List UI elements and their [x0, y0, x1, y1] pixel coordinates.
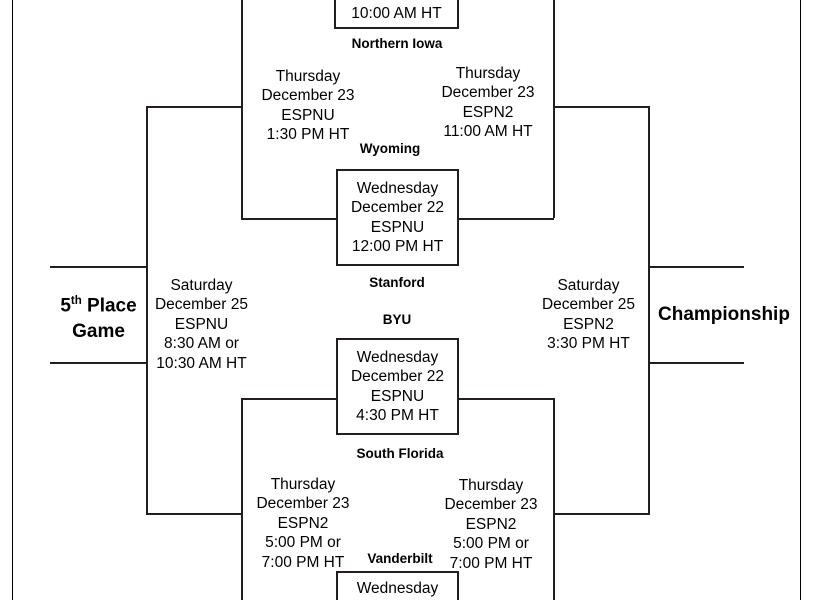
- outer-bracket-bottom-right-connector: [553, 513, 650, 515]
- game-box-lower-semifinal-line-3: ESPNU: [370, 387, 425, 405]
- game-box-bottom-line-1: Wednesday: [356, 580, 439, 597]
- team-name-northern-iowa: Northern Iowa: [351, 36, 443, 51]
- matchup-upper-right-line-2: December 23: [441, 84, 535, 102]
- inner-bracket-lower-left-connector: [241, 398, 337, 400]
- outer-bracket-left-rail: [146, 106, 148, 515]
- matchup-lower-left-line-2: December 23: [256, 495, 350, 513]
- inner-bracket-upper-right-rail: [553, 0, 555, 218]
- fifth-place-bottom-rail: [50, 362, 147, 364]
- game-box-upper-semifinal-line-4: 12:00 PM HT: [351, 237, 444, 255]
- outer-bracket-bottom-left-connector: [146, 513, 243, 515]
- page-border-left: [12, 0, 13, 600]
- page-border-right: [800, 0, 801, 600]
- game-box-lower-semifinal-line-4: 4:30 PM HT: [356, 406, 439, 424]
- matchup-info-championship: Saturday December 25 ESPN2 3:30 PM HT: [527, 276, 650, 354]
- fifth-place-ordinal-suffix: th: [70, 295, 82, 307]
- fifth-place-ordinal-number: 5: [60, 295, 71, 317]
- matchup-lower-right-line-3: ESPN2: [465, 515, 517, 533]
- matchup-championship-line-4: 3:30 PM HT: [547, 335, 630, 353]
- matchup-info-upper-left: Thursday December 23 ESPNU 1:30 PM HT: [243, 67, 373, 145]
- matchup-championship-line-1: Saturday: [557, 277, 620, 294]
- game-box-upper-semifinal-line-2: December 22: [350, 199, 445, 217]
- fifth-place-game-label-line-1: 5th Place: [36, 288, 161, 319]
- game-box-upper-semifinal-line-1: Wednesday: [356, 179, 439, 197]
- outer-bracket-top-left-connector: [146, 106, 243, 108]
- fifth-place-game-label-line-2: Game: [72, 321, 125, 343]
- inner-bracket-upper-left-rail: [241, 0, 243, 218]
- team-name-south-florida: South Florida: [356, 446, 444, 461]
- matchup-lower-right-line-2: December 23: [444, 496, 538, 514]
- matchup-lower-left-line-4: 5:00 PM or: [265, 534, 341, 552]
- fifth-place-game-label: 5th Place Game: [36, 288, 161, 345]
- outer-bracket-top-right-connector: [553, 106, 650, 108]
- team-name-wyoming: Wyoming: [359, 141, 421, 156]
- inner-bracket-lower-right-rail: [553, 398, 555, 600]
- matchup-lower-left-line-5: 7:00 PM HT: [261, 553, 345, 571]
- inner-bracket-upper-left-connector: [241, 218, 337, 220]
- matchup-fifth-place-line-5: 10:30 AM HT: [156, 354, 247, 372]
- matchup-championship-line-3: ESPN2: [563, 315, 614, 333]
- game-box-upper-semifinal-line-3: ESPNU: [370, 218, 425, 236]
- game-box-lower-semifinal-line-2: December 22: [350, 368, 445, 386]
- championship-bottom-rail: [648, 362, 744, 364]
- matchup-upper-left-line-3: ESPNU: [281, 106, 335, 124]
- matchup-upper-left-line-4: 1:30 PM HT: [266, 126, 350, 144]
- game-box-bottom[interactable]: Wednesday: [336, 571, 459, 600]
- matchup-lower-right-line-4: 5:00 PM or: [453, 535, 529, 553]
- championship-top-rail: [648, 266, 744, 268]
- matchup-fifth-place-line-3: ESPNU: [174, 315, 229, 333]
- matchup-info-upper-right: Thursday December 23 ESPN2 11:00 AM HT: [423, 64, 553, 142]
- fifth-place-word-place: Place: [81, 295, 137, 317]
- matchup-fifth-place-line-4: 8:30 AM or: [164, 335, 239, 353]
- matchup-upper-right-line-3: ESPN2: [462, 103, 514, 121]
- matchup-fifth-place-line-2: December 25: [154, 296, 249, 314]
- team-name-vanderbilt: Vanderbilt: [367, 551, 433, 566]
- team-name-stanford: Stanford: [369, 275, 425, 290]
- matchup-upper-right-line-4: 11:00 AM HT: [443, 123, 533, 141]
- matchup-fifth-place-line-1: Saturday: [170, 277, 233, 294]
- game-box-lower-semifinal[interactable]: Wednesday December 22 ESPNU 4:30 PM HT: [336, 338, 459, 435]
- matchup-lower-right-line-1: Thursday: [458, 477, 524, 494]
- game-box-lower-semifinal-line-1: Wednesday: [356, 348, 439, 366]
- matchup-info-lower-left: Thursday December 23 ESPN2 5:00 PM or 7:…: [238, 475, 368, 572]
- matchup-lower-right-line-5: 7:00 PM HT: [449, 554, 533, 572]
- matchup-championship-line-2: December 25: [541, 296, 636, 314]
- fifth-place-top-rail: [50, 266, 147, 268]
- game-box-top[interactable]: 10:00 AM HT: [334, 0, 459, 29]
- game-box-upper-semifinal[interactable]: Wednesday December 22 ESPNU 12:00 PM HT: [336, 169, 459, 266]
- game-box-top-line-1: 10:00 AM HT: [351, 4, 442, 22]
- outer-bracket-right-rail: [648, 106, 650, 515]
- matchup-lower-left-line-3: ESPN2: [277, 514, 329, 532]
- matchup-upper-left-line-2: December 23: [261, 87, 355, 105]
- matchup-upper-left-line-1: Thursday: [275, 68, 341, 85]
- championship-label: Championship: [658, 304, 790, 325]
- matchup-info-fifth-place: Saturday December 25 ESPNU 8:30 AM or 10…: [140, 276, 263, 373]
- inner-bracket-upper-right-connector: [458, 218, 554, 220]
- inner-bracket-lower-right-connector: [458, 398, 554, 400]
- matchup-info-lower-right: Thursday December 23 ESPN2 5:00 PM or 7:…: [426, 476, 556, 573]
- matchup-lower-left-line-1: Thursday: [270, 476, 336, 493]
- matchup-upper-right-line-1: Thursday: [455, 65, 521, 82]
- team-name-byu: BYU: [382, 312, 412, 327]
- inner-bracket-lower-left-rail: [241, 398, 243, 600]
